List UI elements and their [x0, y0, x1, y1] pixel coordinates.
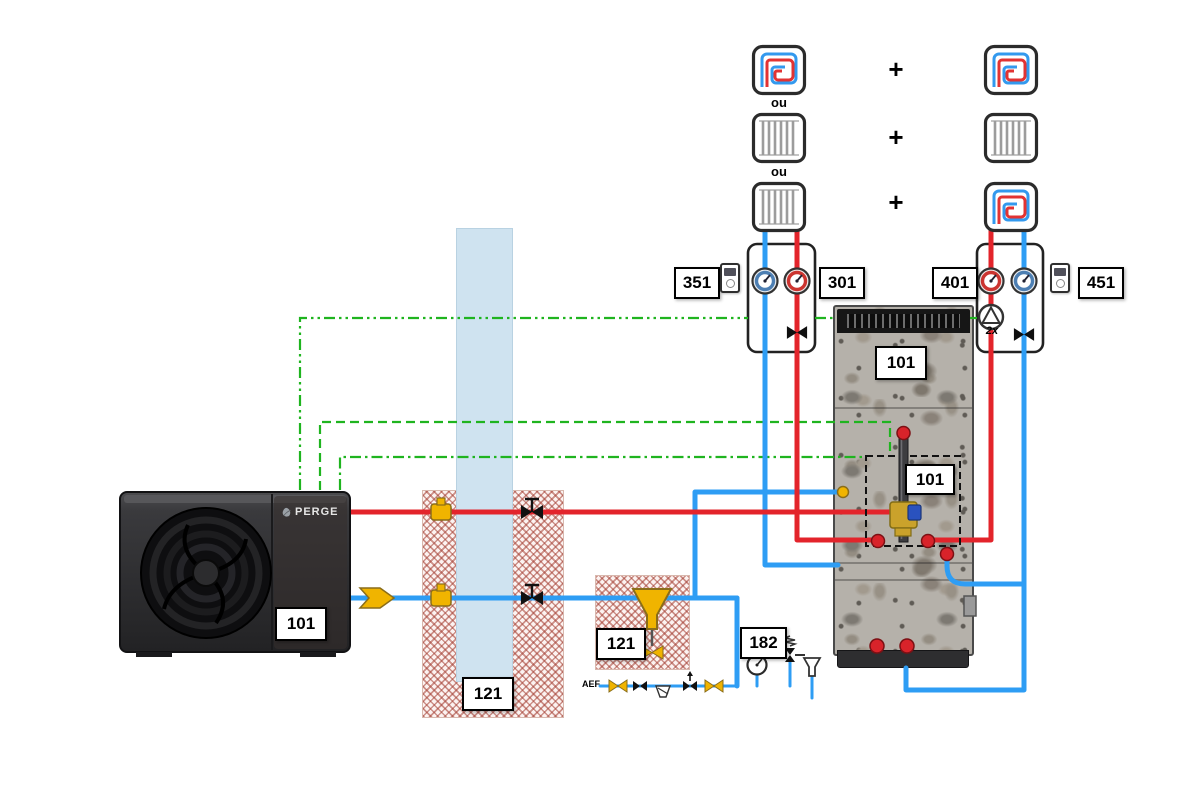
tank-top-grille [837, 309, 970, 333]
heat-pump-brand: PERGE [281, 506, 339, 518]
heat-pump-label: 101 [275, 607, 327, 641]
shutoff-valve-icon [521, 497, 543, 519]
valve-knob-icon [869, 638, 885, 654]
cold-feed-fittings [608, 671, 724, 698]
plus-sign: + [888, 187, 904, 217]
cold-feed-text: AEF [582, 679, 600, 689]
brand-text: PERGE [295, 506, 339, 518]
tank-seam [835, 562, 972, 564]
emitter-or-text: ou [771, 95, 787, 110]
plus-sign: + [888, 54, 904, 84]
radiator-icon [751, 112, 807, 164]
loading-valve-assembly [865, 425, 961, 562]
mixing-valve-label: 101 [905, 464, 955, 495]
circuit-451-label: 451 [1078, 267, 1124, 299]
tank-side-fitting [963, 595, 977, 617]
circuit-351-label: 351 [674, 267, 720, 299]
mixing-valve-actuator [907, 504, 922, 521]
filter-icon [631, 588, 673, 660]
valve-knob-icon [896, 425, 911, 441]
tank-label: 101 [875, 346, 927, 380]
radiator-icon [983, 112, 1039, 164]
thermostat-screen [724, 268, 736, 276]
floor-heating-icon [983, 44, 1039, 96]
thermostat-screen [1054, 268, 1066, 276]
safety-group-label: 182 [740, 627, 787, 659]
hot-pipes [347, 227, 994, 543]
thermostat-dial [725, 279, 735, 288]
flow-arrow-icon [358, 587, 396, 609]
circuit-401-label: 401 [932, 267, 978, 299]
safety-valve-icon [782, 635, 805, 662]
tank-seam [835, 407, 972, 409]
floor-heating-icon [751, 44, 807, 96]
pressure-reducer-icon [683, 681, 697, 691]
thermometer-gauge-icon [1009, 266, 1039, 296]
union-icon [430, 583, 452, 607]
thermometer-gauge-icon [750, 266, 780, 296]
tank-port [836, 485, 850, 499]
union-icon [430, 497, 452, 521]
valve-knob-icon [899, 638, 915, 654]
room-thermostat-icon [1050, 263, 1070, 293]
tank-seam [835, 579, 972, 581]
thermometer-gauge-icon [782, 266, 812, 296]
valve-knob-icon [870, 533, 886, 549]
room-thermostat-icon [720, 263, 740, 293]
check-valve-icon [633, 681, 647, 691]
radiator-icon [751, 181, 807, 233]
cold-pipes [347, 227, 1027, 700]
floor-heating-icon [983, 181, 1039, 233]
valve-icon [608, 679, 628, 693]
pump-count-note: 2x [985, 325, 999, 337]
control-lines [298, 316, 977, 490]
grille-slots-icon [847, 314, 960, 328]
valve-knob-icon [920, 533, 936, 549]
tundish-icon [802, 657, 822, 677]
leaf-icon [282, 507, 291, 517]
tank-bottom-ports [869, 638, 915, 654]
thermostat-dial [1055, 279, 1065, 288]
emitter-or-text: ou [771, 164, 787, 179]
wall-crossing-label: 121 [462, 677, 514, 711]
plus-sign: + [888, 122, 904, 152]
fan-icon [140, 507, 272, 639]
circuit-301-label: 301 [819, 267, 865, 299]
valve-icon [704, 679, 724, 693]
valve-knob-icon [939, 546, 955, 562]
thermometer-gauge-icon [976, 266, 1006, 296]
shutoff-valve-icon [521, 583, 543, 605]
filter-label: 121 [596, 628, 646, 660]
